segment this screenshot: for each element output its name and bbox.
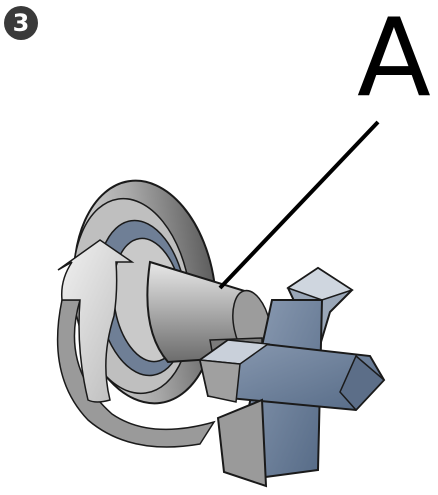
callout-leader-line — [220, 122, 378, 288]
step-number-badge: 3 — [4, 6, 38, 40]
callout-label-a: A — [346, 0, 438, 130]
step-number-label: 3 — [13, 11, 30, 35]
